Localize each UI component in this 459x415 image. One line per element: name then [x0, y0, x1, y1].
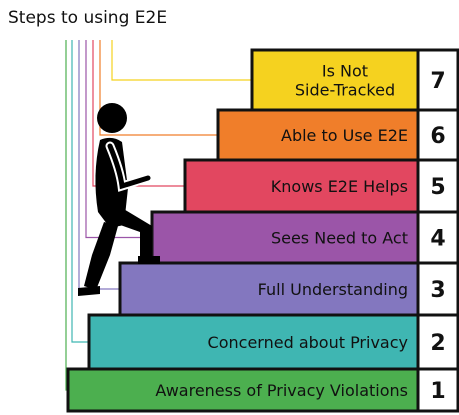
diagram-title: Steps to using E2E	[8, 8, 168, 28]
figure-arm	[107, 143, 151, 190]
connector-line-step-7	[111, 40, 252, 81]
figure-back-leg	[84, 222, 118, 290]
step-5: 5 Knows E2E Helps	[183, 158, 459, 214]
step-6-label: Able to Use E2E	[281, 126, 408, 145]
step-4: 4 Sees Need to Act	[150, 210, 459, 265]
step-3-number: 3	[430, 278, 445, 303]
figure-head	[97, 103, 127, 133]
step-7-bar	[250, 48, 420, 112]
step-5-number: 5	[430, 175, 445, 200]
step-7-label: Side-Tracked	[295, 81, 395, 100]
step-1-label: Awareness of Privacy Violations	[155, 381, 408, 400]
connector-line-step-6	[99, 40, 218, 136]
step-6-number: 6	[430, 124, 445, 149]
figure-back-foot	[78, 286, 100, 296]
person-climbing-stairs-icon	[78, 103, 160, 296]
figure-front-foot	[138, 256, 160, 264]
step-4-number: 4	[430, 227, 445, 252]
step-7-label: Is Not	[322, 62, 368, 81]
step-1-number-box	[416, 367, 459, 413]
step-6: 6 Able to Use E2E	[216, 108, 459, 162]
connector-line-step-1	[65, 40, 68, 391]
step-1: 1 Awareness of Privacy Violations	[66, 367, 459, 413]
step-3-label: Full Understanding	[258, 280, 408, 299]
connector-line-step-2	[71, 40, 89, 343]
step-3: 3 Full Understanding	[118, 261, 459, 317]
step-4-label: Sees Need to Act	[271, 229, 408, 248]
step-5-label: Knows E2E Helps	[271, 177, 408, 196]
step-7-number-box	[416, 48, 459, 112]
connector-line-step-4	[85, 40, 152, 239]
step-1-number: 1	[430, 379, 445, 404]
step-3-bar	[118, 261, 420, 317]
step-2-bar	[87, 313, 420, 371]
step-2-label: Concerned about Privacy	[208, 333, 408, 352]
step-3-number-box	[416, 261, 459, 317]
connector-line-step-5	[92, 40, 185, 187]
step-2: 2 Concerned about Privacy	[87, 313, 459, 371]
step-2-number: 2	[430, 331, 445, 356]
step-2-number-box	[416, 313, 459, 371]
figure-front-leg	[112, 208, 152, 258]
step-7-number: 7	[430, 69, 445, 94]
